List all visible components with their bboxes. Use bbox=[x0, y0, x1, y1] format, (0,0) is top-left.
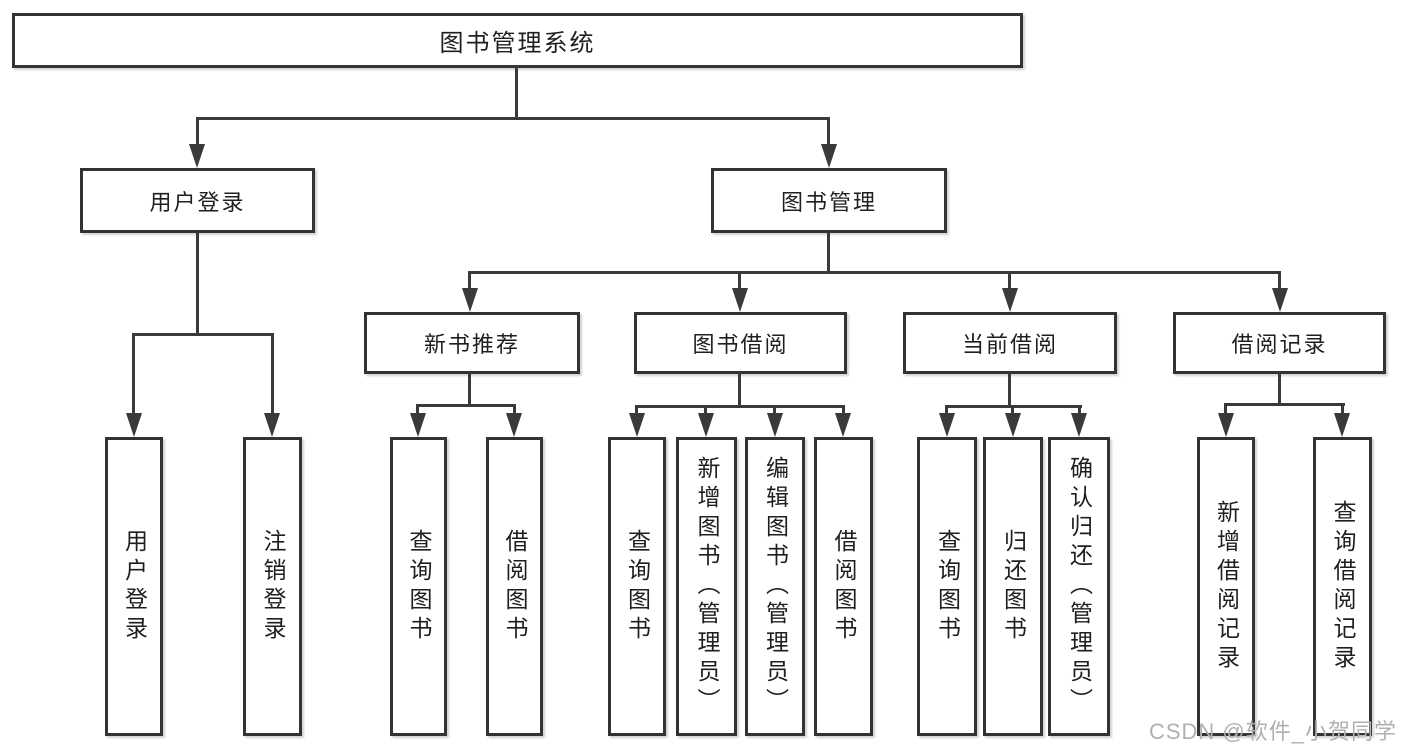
leaf-label: 借阅图书 bbox=[502, 528, 528, 645]
leaf-label: 用户登录 bbox=[121, 528, 148, 645]
arrow-down-icon bbox=[698, 413, 714, 437]
arrow-down-icon bbox=[1005, 413, 1021, 437]
arrow-down-icon bbox=[462, 288, 478, 312]
connector-line bbox=[513, 404, 516, 418]
connector-line bbox=[1008, 271, 1011, 291]
leaf-label: 确认归还（管理员） bbox=[1066, 456, 1093, 717]
leaf-node-logout: 注销登录 bbox=[243, 437, 302, 736]
connector-line bbox=[827, 233, 830, 274]
leaf-node-query-book-1: 查询图书 bbox=[390, 437, 447, 736]
node-book-borrow-label: 图书借阅 bbox=[692, 332, 789, 357]
connector-line bbox=[1341, 403, 1344, 418]
arrow-down-icon bbox=[189, 144, 205, 168]
leaf-label: 借阅图书 bbox=[831, 528, 857, 645]
connector-line bbox=[196, 233, 199, 335]
connector-line bbox=[196, 117, 830, 120]
leaf-label: 注销登录 bbox=[260, 528, 286, 645]
leaf-label: 查询图书 bbox=[934, 528, 961, 645]
connector-line bbox=[515, 66, 518, 119]
connector-line bbox=[132, 333, 135, 415]
connector-line bbox=[945, 405, 948, 418]
connector-line bbox=[842, 405, 845, 418]
arrow-down-icon bbox=[1218, 413, 1234, 437]
leaf-label: 新增图书（管理员） bbox=[694, 456, 720, 717]
node-new-book-recommend-label: 新书推荐 bbox=[423, 332, 520, 357]
connector-line bbox=[827, 117, 830, 149]
connector-line bbox=[468, 271, 1281, 274]
connector-line bbox=[468, 271, 471, 291]
node-root-label: 图书管理系统 bbox=[439, 30, 596, 57]
connector-line bbox=[738, 373, 741, 407]
connector-line bbox=[271, 333, 274, 415]
node-borrow-record: 借阅记录 bbox=[1173, 312, 1386, 374]
connector-line bbox=[1224, 403, 1227, 418]
arrow-down-icon bbox=[126, 413, 142, 437]
arrow-down-icon bbox=[821, 144, 837, 168]
leaf-label: 查询图书 bbox=[406, 528, 432, 645]
connector-line bbox=[132, 333, 274, 336]
node-book-borrow: 图书借阅 bbox=[634, 312, 847, 374]
leaf-node-borrow-book-2: 借阅图书 bbox=[814, 437, 873, 736]
leaf-node-edit-book-admin: 编辑图书（管理员） bbox=[745, 437, 805, 736]
arrow-down-icon bbox=[1272, 288, 1288, 312]
node-book-management-label: 图书管理 bbox=[780, 189, 877, 215]
connector-line bbox=[704, 405, 707, 418]
leaf-node-return-book: 归还图书 bbox=[983, 437, 1043, 736]
connector-line bbox=[1224, 403, 1345, 406]
leaf-node-query-borrow-record: 查询借阅记录 bbox=[1313, 437, 1372, 736]
node-current-borrow-label: 当前借阅 bbox=[961, 332, 1058, 357]
connector-line bbox=[1078, 405, 1081, 418]
connector-line bbox=[416, 404, 516, 407]
arrow-down-icon bbox=[767, 413, 783, 437]
leaf-label: 查询借阅记录 bbox=[1330, 499, 1356, 674]
arrow-down-icon bbox=[835, 413, 851, 437]
node-user-login: 用户登录 bbox=[80, 168, 315, 233]
node-new-book-recommend: 新书推荐 bbox=[364, 312, 580, 374]
node-borrow-record-label: 借阅记录 bbox=[1231, 332, 1328, 357]
connector-line bbox=[738, 271, 741, 291]
connector-line bbox=[1278, 271, 1281, 291]
leaf-node-add-book-admin: 新增图书（管理员） bbox=[676, 437, 737, 736]
leaf-node-query-book-3: 查询图书 bbox=[917, 437, 977, 736]
leaf-node-user-login: 用户登录 bbox=[105, 437, 163, 736]
leaf-node-confirm-return-admin: 确认归还（管理员） bbox=[1048, 437, 1110, 736]
leaf-label: 查询图书 bbox=[624, 528, 651, 645]
csdn-watermark: CSDN @软件_小贺同学 bbox=[1148, 719, 1397, 744]
connector-line bbox=[416, 404, 419, 418]
arrow-down-icon bbox=[939, 413, 955, 437]
connector-line bbox=[1278, 373, 1281, 405]
node-root: 图书管理系统 bbox=[12, 13, 1023, 68]
node-user-login-label: 用户登录 bbox=[149, 189, 246, 215]
node-current-borrow: 当前借阅 bbox=[903, 312, 1117, 374]
arrow-down-icon bbox=[732, 288, 748, 312]
arrow-down-icon bbox=[629, 413, 645, 437]
arrow-down-icon bbox=[1071, 413, 1087, 437]
connector-line bbox=[635, 405, 845, 408]
connector-line bbox=[773, 405, 776, 418]
arrow-down-icon bbox=[410, 413, 426, 437]
connector-line bbox=[1008, 373, 1011, 407]
leaf-node-add-borrow-record: 新增借阅记录 bbox=[1197, 437, 1255, 736]
connector-line bbox=[468, 373, 471, 406]
leaf-label: 归还图书 bbox=[1000, 528, 1027, 645]
leaf-label: 新增借阅记录 bbox=[1213, 499, 1240, 674]
leaf-node-query-book-2: 查询图书 bbox=[608, 437, 666, 736]
connector-line bbox=[196, 117, 199, 149]
leaf-label: 编辑图书（管理员） bbox=[762, 456, 789, 717]
arrow-down-icon bbox=[1002, 288, 1018, 312]
arrow-down-icon bbox=[264, 413, 280, 437]
arrow-down-icon bbox=[506, 413, 522, 437]
leaf-node-borrow-book-1: 借阅图书 bbox=[486, 437, 543, 736]
connector-line bbox=[635, 405, 638, 418]
connector-line bbox=[1011, 405, 1014, 418]
node-book-management: 图书管理 bbox=[711, 168, 947, 233]
arrow-down-icon bbox=[1334, 413, 1350, 437]
